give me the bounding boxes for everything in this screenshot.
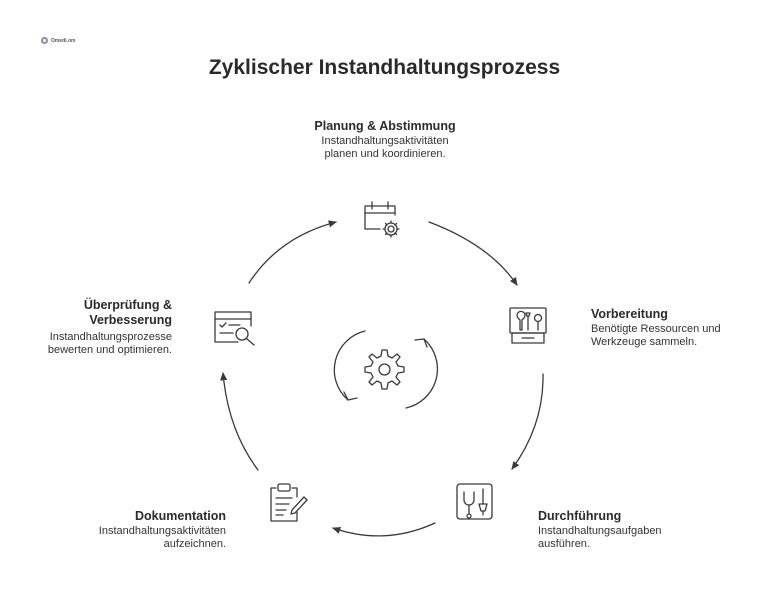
step-description: Instandhaltungsprozesse bewerten und opt…	[10, 331, 172, 357]
arrow-durchfuehrung-to-dokumentation	[332, 522, 436, 537]
step-description-line: Werkzeuge sammeln.	[591, 336, 698, 348]
step-description-line: Instandhaltungsaufgaben	[538, 525, 662, 537]
step-title-line: Verbesserung	[89, 313, 172, 327]
logo-text: Omedi.om	[51, 37, 76, 44]
step-description-line: aufzeichnen.	[163, 538, 226, 550]
step-title: Planung & Abstimmung	[314, 119, 456, 133]
step-title-line: Überprüfung &	[83, 298, 172, 312]
step-title: Überprüfung & Verbesserung	[10, 298, 172, 328]
step-description-line: Instandhaltungsaktivitäten	[98, 525, 226, 537]
step-vorbereitung: Vorbereitung Benötigte Ressourcen und We…	[591, 307, 761, 349]
gear-cycle-icon	[333, 330, 439, 409]
step-title: Durchführung	[538, 509, 622, 523]
arrow-ueberpruefung-to-plan	[248, 220, 337, 284]
tools-icon	[456, 483, 493, 520]
step-title: Dokumentation	[135, 509, 226, 523]
logo-mark-icon	[40, 36, 49, 45]
step-planung: Planung & Abstimmung Instandhaltungsakti…	[290, 119, 480, 161]
step-ueberpruefung: Überprüfung & Verbesserung Instandhaltun…	[10, 298, 172, 357]
step-description: Benötigte Ressourcen und Werkzeuge samme…	[591, 323, 761, 349]
step-description-line: Benötigte Ressourcen und	[591, 323, 721, 335]
step-description-line: ausführen.	[538, 538, 590, 550]
calendar-gear-icon	[364, 201, 400, 238]
arrow-vorbereitung-to-durchfuehrung	[511, 373, 544, 470]
step-description-line: planen und koordinieren.	[324, 148, 446, 160]
clipboard-pen-icon	[270, 483, 308, 522]
step-description: Instandhaltungsaktivitäten aufzeichnen.	[40, 525, 226, 551]
logo: Omedi.om	[40, 36, 75, 45]
step-description: Instandhaltungsaufgaben ausführen.	[538, 525, 708, 551]
step-dokumentation: Dokumentation Instandhaltungsaktivitäten…	[40, 509, 226, 551]
step-title: Vorbereitung	[591, 307, 668, 321]
step-description: Instandhaltungsaktivitäten planen und ko…	[290, 135, 480, 161]
arrow-dokumentation-to-ueberpruefung	[220, 372, 259, 471]
toolbox-icon	[509, 307, 547, 344]
arrow-plan-to-vorbereitung	[428, 221, 518, 286]
step-durchfuehrung: Durchführung Instandhaltungsaufgaben aus…	[538, 509, 708, 551]
step-description-line: bewerten und optimieren.	[47, 344, 172, 356]
checklist-search-icon	[214, 311, 255, 346]
page-title: Zyklischer Instandhaltungsprozess	[208, 56, 561, 79]
step-description-line: Instandhaltungsprozesse	[49, 331, 172, 343]
step-description-line: Instandhaltungsaktivitäten	[321, 135, 449, 147]
